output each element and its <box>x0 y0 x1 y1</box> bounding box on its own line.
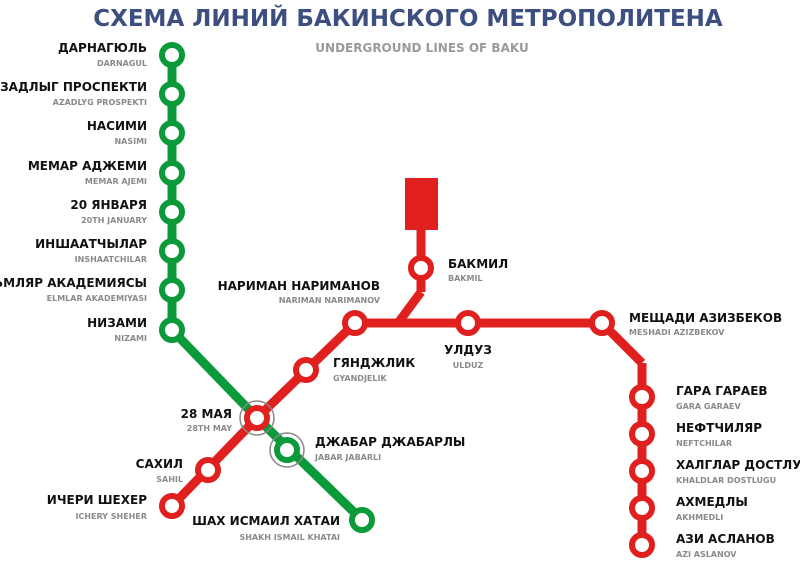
station-label-ru: ЭЛЬМЛЯР АКАДЕМИЯСЫ <box>0 276 147 290</box>
station-label-en: GYANDJELIK <box>333 374 387 383</box>
station-nizami-marker[interactable] <box>159 317 185 343</box>
station-label-ru: НАСИМИ <box>87 119 147 133</box>
station-label-ru: АЗАДЛЫГ ПРОСПЕКТИ <box>0 80 147 94</box>
station-khalglar-marker[interactable] <box>629 458 655 484</box>
station-label-en: MEMAR AJEMI <box>85 177 147 186</box>
station-label-ru: АХМЕДЛЫ <box>676 495 748 509</box>
station-28-may-marker[interactable] <box>244 405 270 431</box>
station-label-en: NEFTCHILAR <box>676 439 732 448</box>
station-gyandjelik-marker[interactable] <box>293 357 319 383</box>
station-label-ru: САХИЛ <box>136 457 183 471</box>
station-label-en: SAHIL <box>156 475 183 484</box>
transfer-ring-28-may <box>239 400 275 436</box>
green-stations <box>159 42 375 533</box>
transfer-ring-jabar <box>269 432 305 468</box>
station-label-ru: БАКМИЛ <box>448 257 508 271</box>
station-label-en: BAKMIL <box>448 274 483 283</box>
station-label-en: 28TH MAY <box>187 424 232 433</box>
station-label-en: KHALDLAR DOSTLUGU <box>676 476 776 485</box>
station-label-en: MESHADI AZIZBEKOV <box>629 328 725 337</box>
map-title: СХЕМА ЛИНИЙ БАКИНСКОГО МЕТРОПОЛИТЕНА <box>93 4 723 32</box>
red-station-labels: САХИЛ SAHIL ИЧЕРИ ШЕХЕР ICHERY SHEHER ГЯ… <box>47 257 800 559</box>
station-label-ru: ГАРА ГАРАЕВ <box>676 384 768 398</box>
red-stations <box>159 255 655 558</box>
station-nasimi-marker[interactable] <box>159 120 185 146</box>
station-20-january-marker[interactable] <box>159 199 185 225</box>
station-jabar-marker[interactable] <box>274 437 300 463</box>
station-darnagul-marker[interactable] <box>159 42 185 68</box>
station-label-en: NARIMAN NARIMANOV <box>279 296 381 305</box>
station-label-ru: ИНШААТЧЫЛАР <box>35 237 147 251</box>
green-line-diagonal-segment <box>168 326 261 422</box>
green-line-khatai-segment <box>253 414 366 524</box>
station-label-en: SHAKH ISMAIL KHATAI <box>239 533 340 542</box>
station-label-ru: МЕМАР АДЖЕМИ <box>28 159 147 173</box>
station-label-en: 20TH JANUARY <box>81 216 147 225</box>
station-akhmedli-marker[interactable] <box>629 495 655 521</box>
station-nariman-marker[interactable] <box>342 310 368 336</box>
station-label-en: JABAR JABARLI <box>314 453 381 462</box>
station-label-en: NIZAMI <box>114 334 147 343</box>
station-label-ru: АЗИ АСЛАНОВ <box>676 532 775 546</box>
station-label-en: ICHERY SHEHER <box>75 512 147 521</box>
station-icheri-marker[interactable] <box>159 493 185 519</box>
map-subtitle: UNDERGROUND LINES OF BAKU <box>315 41 528 55</box>
station-azi-marker[interactable] <box>629 532 655 558</box>
station-sahil-marker[interactable] <box>195 457 221 483</box>
station-label-en: NASIMI <box>114 137 147 146</box>
station-label-ru: ГЯНДЖЛИК <box>333 356 415 370</box>
station-meshadi-marker[interactable] <box>589 310 615 336</box>
station-ulduz-marker[interactable] <box>455 310 481 336</box>
station-khatai-marker[interactable] <box>349 507 375 533</box>
station-label-ru: НАРИМАН НАРИМАНОВ <box>218 279 380 293</box>
station-label-ru: ХАЛГЛАР ДОСТЛУГУ <box>676 458 800 472</box>
station-label-en: INSHAATCHILAR <box>75 255 147 264</box>
station-label-ru: ИЧЕРИ ШЕХЕР <box>47 493 147 507</box>
station-neftchilar-marker[interactable] <box>629 421 655 447</box>
station-label-ru: НЕФТЧИЛЯР <box>676 421 762 435</box>
green-station-labels: ДАРНАГЮЛЬ DARNAGUL АЗАДЛЫГ ПРОСПЕКТИ AZA… <box>0 41 465 542</box>
station-label-en: AKHMEDLI <box>676 513 723 522</box>
station-memar-ajemi-marker[interactable] <box>159 160 185 186</box>
station-label-ru: НИЗАМИ <box>87 316 147 330</box>
station-label-en: DARNAGUL <box>97 59 147 68</box>
station-label-ru: УЛДУЗ <box>444 343 492 357</box>
station-label-en: AZADLYG PROSPEKTI <box>53 98 147 107</box>
station-label-ru: 28 МАЯ <box>181 407 232 421</box>
station-gara-marker[interactable] <box>629 384 655 410</box>
station-label-ru: ДАРНАГЮЛЬ <box>58 41 147 55</box>
station-elmlar-marker[interactable] <box>159 277 185 303</box>
station-bakmil-marker[interactable] <box>408 255 434 281</box>
station-azadlyg-marker[interactable] <box>159 81 185 107</box>
station-label-ru: МЕЩАДИ АЗИЗБЕКОВ <box>629 311 782 325</box>
station-label-ru: ДЖАБАР ДЖАБАРЛЫ <box>315 435 465 449</box>
station-inshaatchilar-marker[interactable] <box>159 238 185 264</box>
depot-block <box>405 178 438 230</box>
station-label-en: GARA GARAEV <box>676 402 741 411</box>
red-line-bakmil-branch <box>394 289 425 326</box>
station-label-en: ELMLAR AKADEMIYASI <box>47 294 147 303</box>
station-label-ru: ШАХ ИСМАИЛ ХАТАИ <box>192 514 340 528</box>
station-label-en: ULDUZ <box>453 361 484 370</box>
station-label-en: AZI ASLANOV <box>676 550 737 559</box>
station-label-ru: 20 ЯНВАРЯ <box>70 198 147 212</box>
